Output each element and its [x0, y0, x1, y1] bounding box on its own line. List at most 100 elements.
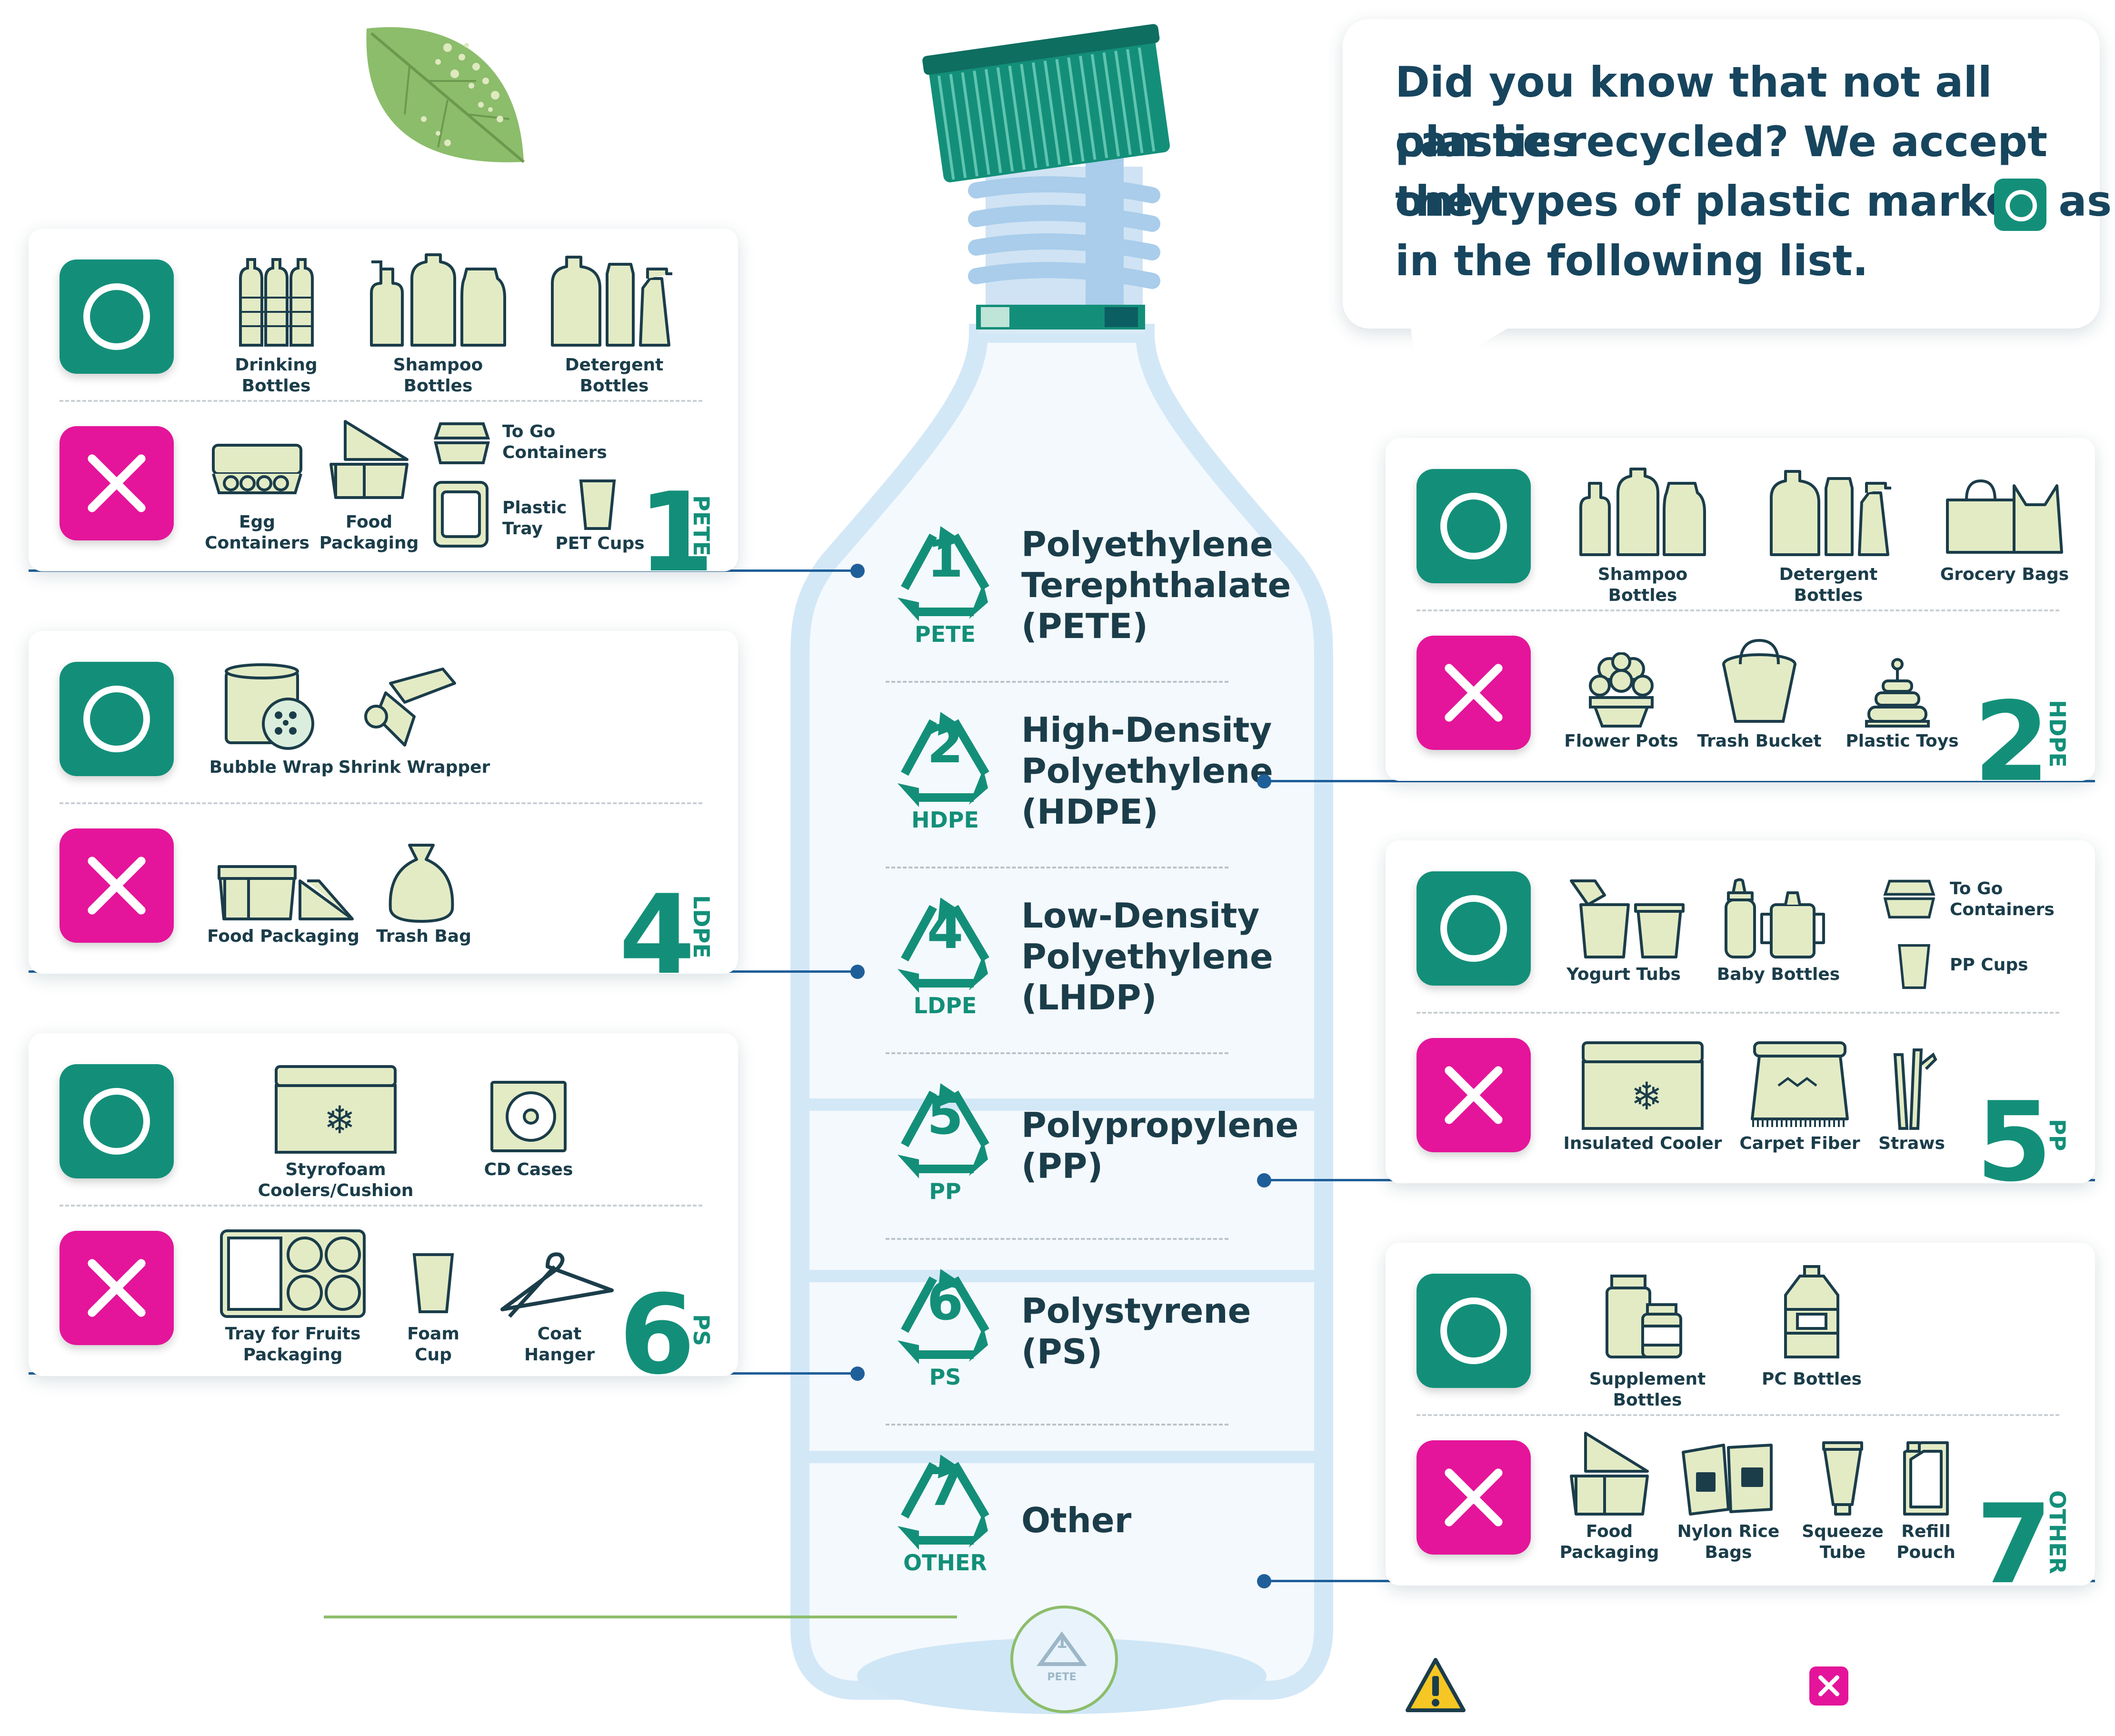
card-divider — [1417, 609, 2059, 611]
resin-abbr-4: LDPE — [913, 993, 977, 1018]
connector-dot-other — [1257, 1574, 1271, 1588]
card-number-pete: 1 — [638, 469, 715, 597]
cd-case-icon — [490, 1081, 567, 1152]
reject-badge — [60, 1231, 174, 1345]
rejected-item-label: Trash Bag — [376, 927, 471, 946]
card-label-pete: PETE — [688, 495, 714, 556]
plastic-tray-icon — [433, 481, 489, 548]
resin-separator — [886, 1052, 1228, 1054]
circle-accept-icon — [83, 283, 150, 350]
grocery-bags-icon — [1946, 479, 2063, 554]
intro-line-4: in the following list. — [1395, 236, 1868, 285]
resin-separator — [886, 867, 1228, 868]
accepted-item-label: Grocery Bags — [1940, 565, 2069, 584]
resin-name-6: Polystyrene (PS) — [1021, 1291, 1251, 1372]
flower-pot-icon — [1589, 652, 1654, 728]
resin-name-1: Polyethylene Terephthalate (PETE) — [1021, 524, 1291, 646]
accepted-item-label: Detergent Bottles — [565, 355, 664, 396]
accepted-item-label: Shrink Wrapper — [338, 758, 490, 777]
pet-cup-icon — [579, 479, 616, 530]
accepted-item-label: Bubble Wrap — [209, 758, 334, 777]
resin-separator — [886, 681, 1228, 683]
circle-accept-icon — [1440, 895, 1507, 962]
card-divider — [60, 802, 702, 804]
reject-badge — [1417, 1440, 1531, 1555]
card-divider — [1417, 1012, 2059, 1014]
resin-number-4: 4 — [927, 899, 964, 960]
plastic-toy-icon — [1865, 658, 1930, 728]
recycle-triangle-icon — [898, 1455, 989, 1550]
resin-abbr-7: OTHER — [903, 1550, 987, 1576]
svg-text:❄: ❄ — [324, 1098, 356, 1142]
connector-dot-ldpe — [850, 965, 865, 979]
accepted-item-label: To Go Containers — [1950, 879, 2055, 919]
accepted-item-label: PC Bottles — [1761, 1369, 1862, 1389]
accept-badge — [1417, 469, 1531, 583]
resin-abbr-5: PP — [929, 1178, 961, 1204]
shrink-wrapper-icon — [364, 668, 456, 747]
supplement-bottles-icon — [1606, 1275, 1682, 1358]
straws-icon — [1893, 1048, 1937, 1130]
circle-accept-icon — [1440, 1297, 1507, 1364]
detergent-bottles-icon — [551, 256, 672, 347]
accept-badge — [60, 259, 174, 374]
card-label-pp: PP — [2045, 1119, 2070, 1151]
reject-badge — [60, 828, 174, 943]
card-divider — [60, 400, 702, 402]
resin-separator — [886, 1238, 1228, 1240]
rejected-item-label: Trash Bucket — [1697, 731, 1822, 751]
card-label-ldpe: LDPE — [688, 895, 714, 958]
card-label-ps: PS — [688, 1314, 714, 1346]
accepted-item-label: Yogurt Tubs — [1566, 965, 1681, 984]
baby-bottles-icon — [1725, 878, 1825, 958]
resin-name-5: Polypropylene (PP) — [1021, 1105, 1299, 1186]
trash-bucket-icon — [1722, 639, 1796, 723]
rejected-item-label: Carpet Fiber — [1739, 1134, 1860, 1153]
svg-text:❄: ❄ — [1631, 1074, 1663, 1118]
rejected-item-label: Food Packaging — [1559, 1522, 1659, 1562]
reject-badge — [60, 426, 174, 540]
to-go-container-icon — [1883, 879, 1935, 919]
intro-speech-bubble — [1343, 19, 2100, 329]
bottom-recycle-badge — [1010, 1606, 1118, 1713]
recycle-triangle-icon — [898, 712, 989, 807]
cross-reject-icon — [1809, 1666, 1848, 1706]
accepted-item-label: Shampoo Bottles — [1597, 565, 1688, 605]
card-divider — [60, 1205, 702, 1207]
reject-badge — [1417, 1038, 1531, 1152]
food-packaging-icon — [1570, 1432, 1649, 1516]
accepted-item-label: Baby Bottles — [1716, 965, 1840, 984]
accept-badge — [1417, 1274, 1531, 1388]
bottom-badge-number: 1 — [1056, 1633, 1067, 1652]
warning-icon — [1406, 1658, 1466, 1712]
circle-accept-icon — [1440, 493, 1507, 559]
rejected-item-label: Tray for Fruits Packaging — [225, 1324, 361, 1365]
leaf-icon — [366, 27, 525, 163]
accepted-item-label: Supplement Bottles — [1589, 1369, 1706, 1410]
shampoo-bottles-icon — [1579, 468, 1706, 556]
drinking-bottles-icon — [239, 258, 314, 347]
foam-cup-icon — [412, 1253, 454, 1313]
accept-badge — [60, 1064, 174, 1178]
reject-badge — [1417, 636, 1531, 750]
card-label-other: OTHER — [2045, 1490, 2070, 1574]
rejected-item-label: Egg Containers — [205, 512, 309, 553]
accepted-item-label: Shampoo Bottles — [393, 355, 483, 396]
connector-dot-pete — [850, 564, 865, 578]
intro-line-3: the types of plastic marked as — [1395, 177, 2112, 226]
rejected-item-label: Nylon Rice Bags — [1677, 1522, 1780, 1562]
food-packaging-icon — [218, 865, 354, 920]
carpet-fiber-icon — [1751, 1041, 1849, 1127]
accepted-item-label: Detergent Bottles — [1779, 565, 1878, 605]
card-number-hdpe: 2 — [1974, 679, 2050, 806]
to-go-container-icon — [433, 422, 490, 464]
accepted-item-label: Drinking Bottles — [235, 355, 318, 396]
resin-abbr-6: PS — [929, 1364, 961, 1390]
bubble-wrap-icon — [225, 663, 314, 750]
coat-hanger-icon — [500, 1252, 614, 1318]
resin-separator — [886, 1424, 1228, 1426]
rejected-item-label: Plastic Toys — [1846, 731, 1959, 751]
rejected-item-label: Coat Hanger — [524, 1324, 595, 1365]
accepted-item-label: Styrofoam Coolers/Cushion — [258, 1160, 414, 1200]
